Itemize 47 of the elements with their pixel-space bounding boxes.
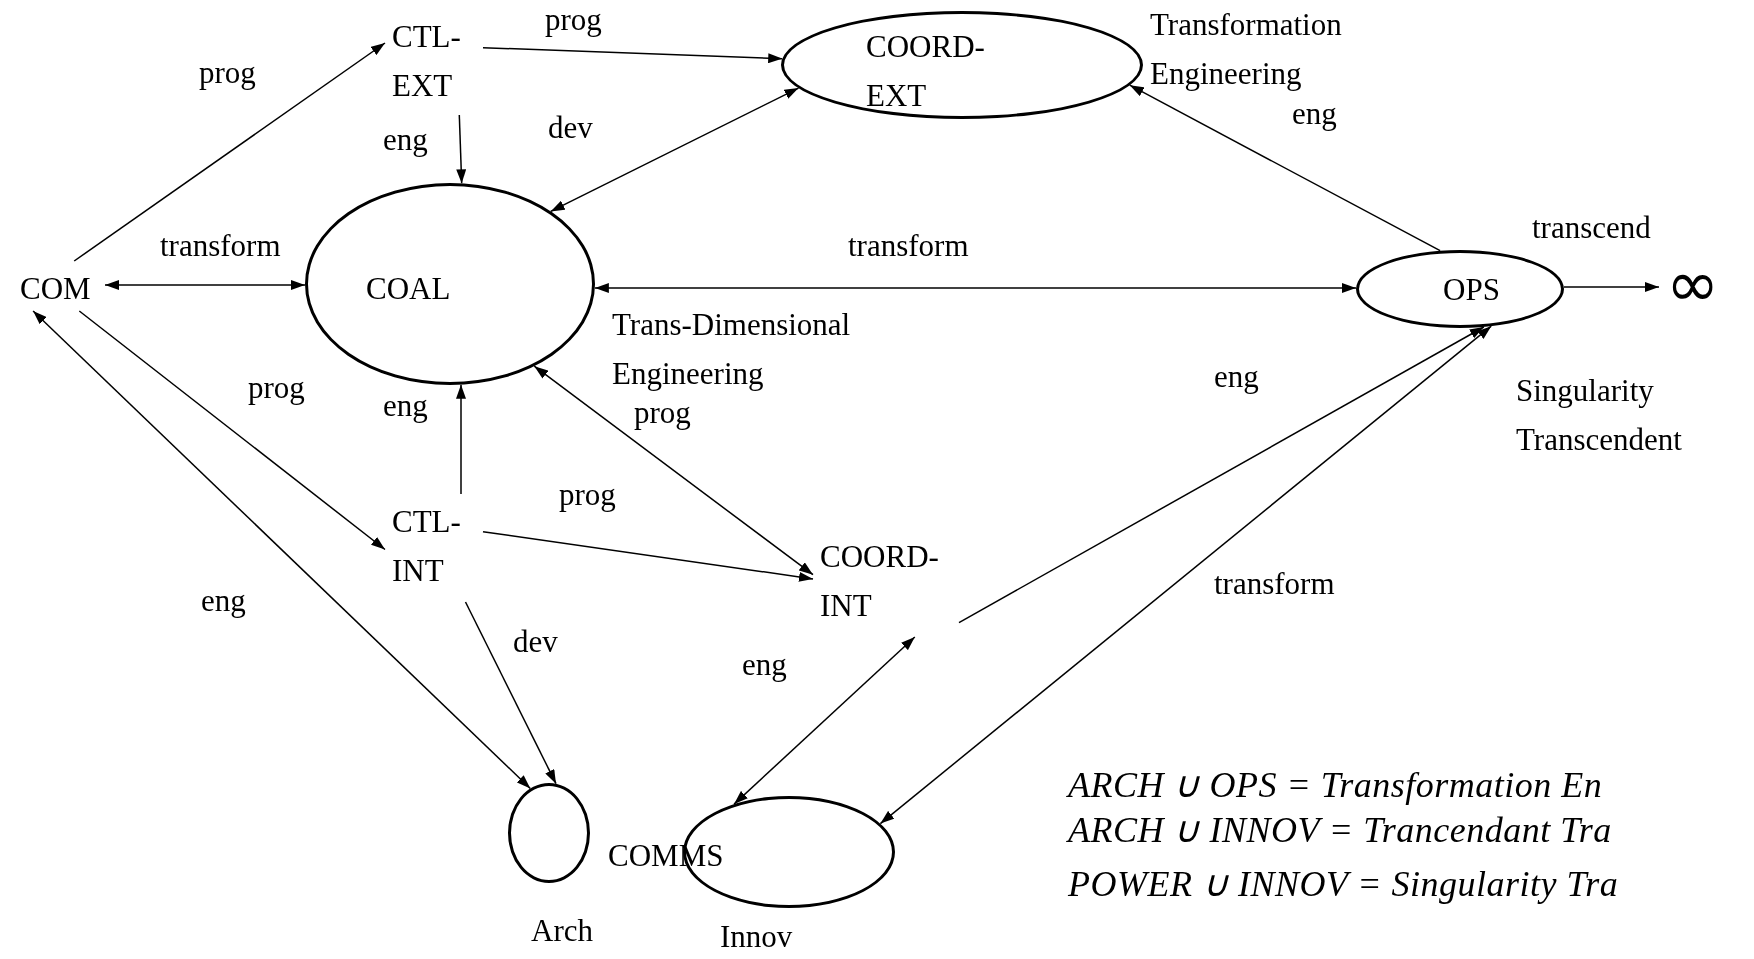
arrow [78, 310, 386, 551]
arrow [456, 383, 466, 495]
edge-label: dev [548, 109, 593, 147]
node-label: COAL [366, 270, 452, 308]
arrow [104, 280, 306, 290]
edge-label: eng [1292, 95, 1337, 133]
edge-label: transform [1214, 565, 1335, 603]
node-label: COM [16, 264, 102, 308]
arrow [1129, 84, 1441, 252]
edge-label: prog [559, 476, 616, 514]
arrow [482, 46, 783, 64]
edge-label: prog [199, 54, 256, 92]
edge-label: transcend [1532, 209, 1651, 247]
infinity-symbol: ∞ [1662, 246, 1750, 322]
arrow [32, 310, 532, 790]
edge-label: eng [383, 121, 428, 159]
node-label: COORD- INT [816, 532, 956, 634]
node-label: OPS [1443, 271, 1501, 309]
equation: POWER ∪ INNOV = Singularity Tra [1068, 864, 1619, 904]
arrow [482, 530, 814, 582]
arrow [879, 325, 1492, 825]
node-label: Singularity Transcendent [1516, 372, 1683, 459]
arrow [958, 326, 1485, 624]
node-label: COORD- EXT [866, 28, 986, 115]
edge-label: prog [248, 369, 305, 407]
arrow [549, 87, 800, 213]
equation: ARCH ∪ INNOV = Trancendant Tra [1068, 810, 1612, 850]
edge-label: eng [1214, 358, 1259, 396]
edge-label: eng [742, 646, 787, 684]
edge-label: eng [383, 387, 428, 425]
edge-label: dev [513, 623, 558, 661]
arrow [464, 601, 557, 785]
arrow [533, 365, 814, 576]
arrow [73, 42, 386, 262]
edge-label: prog [634, 394, 691, 432]
edge-label: transform [160, 227, 281, 265]
arrow [594, 283, 1357, 293]
edge-label: prog [545, 1, 602, 39]
node-label: Innov [720, 918, 794, 956]
arrow [733, 636, 916, 805]
node-label: Arch [531, 912, 594, 950]
edge-label: transform [848, 227, 969, 265]
equation: ARCH ∪ OPS = Transformation En [1068, 765, 1603, 805]
arrow [456, 114, 467, 185]
edge-label: eng [201, 582, 246, 620]
arrow [1563, 282, 1660, 292]
node-label: CTL- INT [388, 497, 480, 599]
